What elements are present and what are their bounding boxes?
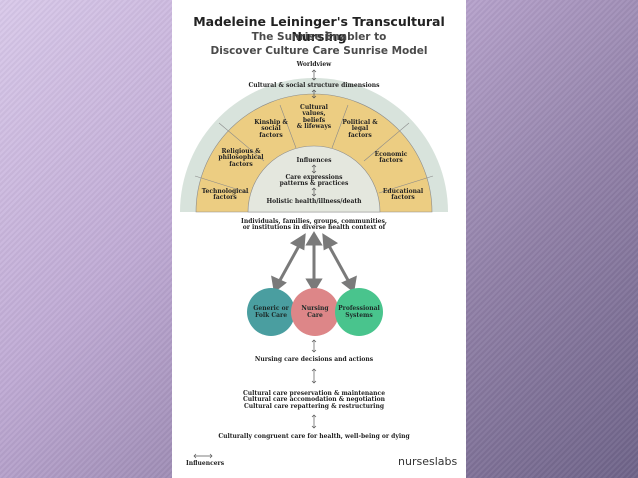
segment-cultural-values-line3: beliefs xyxy=(302,116,326,124)
segment-kinship: Kinship & social factors xyxy=(246,119,296,139)
subtitle-line-1: The Sunrise Enabler to xyxy=(251,31,387,43)
segment-political-line3: factors xyxy=(348,131,372,139)
individuals-line2: or institutions in diverse health contex… xyxy=(242,224,386,232)
big-arrows xyxy=(271,231,357,293)
care-expressions-line1: Care expressions xyxy=(285,174,343,181)
segment-kinship-line1: Kinship & xyxy=(254,119,288,126)
congruent-label: Culturally congruent care for health, we… xyxy=(218,433,410,440)
segment-political-line2: legal xyxy=(351,125,369,133)
segment-economic-line2: factors xyxy=(379,157,403,165)
preservation-line3: Cultural care repattering & restructurin… xyxy=(243,402,385,410)
segment-religious: Religious & philosophical factors xyxy=(212,148,270,168)
segment-political: Political & legal factors xyxy=(334,119,386,139)
segment-political-line1: Political & xyxy=(342,119,378,126)
preservation-line1: Cultural care preservation & maintenance xyxy=(242,390,386,397)
segment-kinship-line2: social xyxy=(261,125,281,133)
holistic-label: Holistic health/illness/death xyxy=(266,198,362,205)
segment-cultural-values-line1: Cultural xyxy=(300,104,328,111)
individuals-line1: Individuals, families, groups, communiti… xyxy=(241,218,387,225)
segment-kinship-line3: factors xyxy=(259,131,283,139)
segment-educational-line2: factors xyxy=(391,194,415,202)
nursing-care-line1: Nursing xyxy=(301,305,329,312)
nursing-care-circle xyxy=(291,288,339,336)
nursing-care-label: Nursing Care xyxy=(293,305,337,319)
professional-systems-circle xyxy=(335,288,383,336)
segment-religious-line3: factors xyxy=(229,160,253,168)
segment-technological: Technological factors xyxy=(200,188,250,202)
segment-dividers xyxy=(194,104,434,194)
individuals-label: Individuals, families, groups, communiti… xyxy=(224,218,404,232)
generic-care-circle xyxy=(247,288,295,336)
page-title: Madeleine Leininger's Transcultural Nurs… xyxy=(193,14,445,44)
segment-educational: Educational factors xyxy=(378,188,428,202)
segment-cultural-values-line2: values, xyxy=(302,110,326,118)
segment-religious-line1: Religious & xyxy=(221,148,261,155)
segment-economic-line1: Economic xyxy=(374,151,408,158)
cultural-social-label: Cultural & social structure dimensions xyxy=(248,82,380,89)
generic-care-line2: Folk Care xyxy=(254,312,288,319)
care-expressions-label: Care expressions patterns & practices xyxy=(269,174,359,188)
nursing-care-line2: Care xyxy=(307,312,323,319)
segment-economic: Economic factors xyxy=(366,151,416,165)
preservation-block: Cultural care preservation & maintenance… xyxy=(224,390,404,410)
decisions-label: Nursing care decisions and actions xyxy=(254,356,374,363)
professional-systems-label: Professional Systems xyxy=(335,305,383,319)
influences-label: Influences xyxy=(296,157,332,164)
care-expressions-line2: patterns & practices xyxy=(279,180,349,188)
segment-cultural-values: Cultural values, beliefs & lifeways xyxy=(289,104,339,131)
segment-technological-line1: Technological xyxy=(201,188,249,195)
segment-technological-line2: factors xyxy=(213,194,237,202)
segment-religious-line2: philosophical xyxy=(218,154,264,162)
preservation-line2: Cultural care accomodation & negotiation xyxy=(243,396,385,404)
sunrise-diagram xyxy=(180,69,448,459)
nurseslabs-logo: nurseslabs xyxy=(398,455,458,468)
inner-arc xyxy=(247,145,381,213)
legend-influencers-label: Influencers xyxy=(186,460,225,467)
subtitle-line-2: Discover Culture Care Sunrise Model xyxy=(210,45,428,57)
top-connector-arrows xyxy=(311,69,317,197)
generic-care-line1: Generic or xyxy=(253,305,289,312)
lower-connector-arrows xyxy=(193,339,317,459)
professional-systems-line1: Professional xyxy=(338,305,380,312)
generic-care-label: Generic or Folk Care xyxy=(249,305,293,319)
professional-systems-line2: Systems xyxy=(345,312,373,319)
worldview-label: Worldview xyxy=(296,61,332,68)
segment-cultural-values-line4: & lifeways xyxy=(296,123,332,131)
model-sheet: Madeleine Leininger's Transcultural Nurs… xyxy=(172,0,466,478)
segment-educational-line1: Educational xyxy=(382,188,424,195)
